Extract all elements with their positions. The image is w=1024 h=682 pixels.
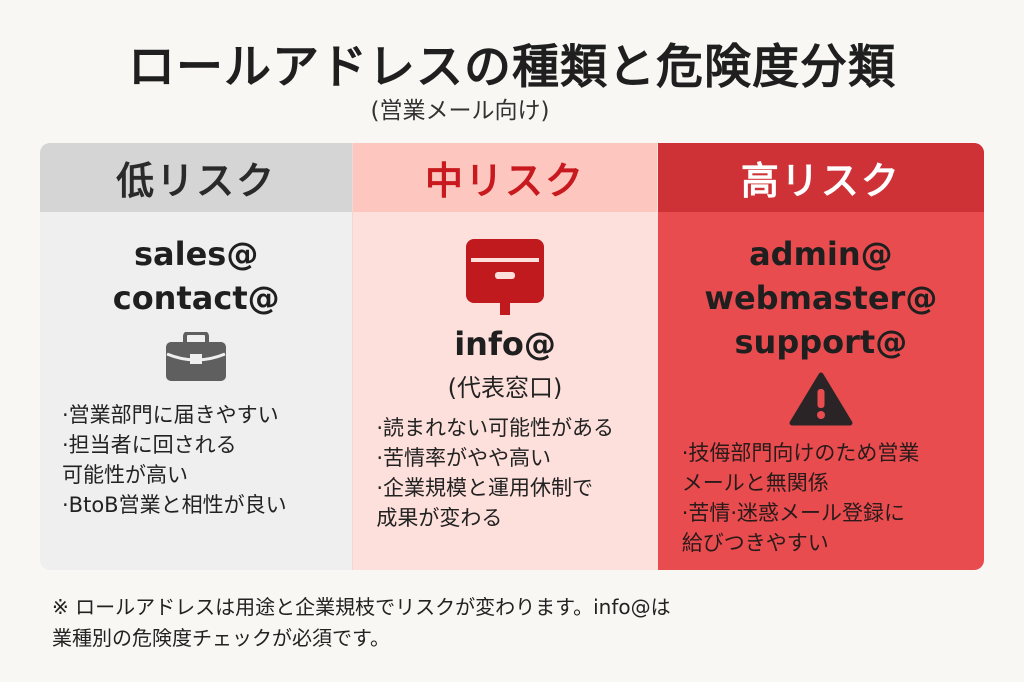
note-line: ·技侮部門向けのため営業 <box>681 441 920 465</box>
note-line: 可能性が高い <box>62 463 188 487</box>
mid-risk-header: 中リスク <box>353 143 657 212</box>
low-risk-addresses: sales@ contact@ <box>113 232 280 320</box>
address-sales: sales@ <box>133 235 259 273</box>
note-line: ·苦情·迷惑メール登録に <box>681 501 906 525</box>
note-line: 成果が変わる <box>376 506 503 530</box>
high-risk-addresses: admin@ webmaster@ support@ <box>704 232 937 364</box>
address-webmaster: webmaster@ <box>704 279 938 317</box>
low-risk-header: 低リスク <box>40 143 353 212</box>
note-line: ·担当者に回される <box>62 433 237 457</box>
mid-risk-sub: (代表窓口) <box>447 374 563 402</box>
note-line: メールと無関係 <box>681 471 829 495</box>
column-low-risk: 低リスク sales@ contact@ ·営業部門に届きやすい ·担当者に回さ… <box>40 143 353 570</box>
high-risk-header: 高リスク <box>657 143 984 212</box>
high-risk-notes: ·技侮部門向けのため営業 メールと無関係 ·苦情·迷惑メール登録に 給びつきやす… <box>682 438 920 558</box>
address-support: support@ <box>734 323 908 361</box>
footnote-line-2: 業種別の危険度チェックが必須です。 <box>52 626 390 650</box>
note-line: ·読まれない可能性がある <box>376 416 615 440</box>
footnote-line-1: ※ ロールアドレスは用途と企業規枝でリスクが変わります。info@は <box>52 595 671 619</box>
note-line: ·BtoB営業と相性が良い <box>62 493 287 517</box>
column-high-risk: 高リスク admin@ webmaster@ support@ ·技侮部門向けの… <box>656 143 984 570</box>
mailbox-icon <box>465 238 545 316</box>
page-subtitle: (営業メール向け) <box>370 98 550 124</box>
note-line: ·企業規模と運用休制で <box>376 476 594 500</box>
note-line: ·営業部門に届きやすい <box>62 403 279 427</box>
footnote: ※ ロールアドレスは用途と企業規枝でリスクが変わります。info@は 業種別の危… <box>52 592 671 654</box>
column-mid-risk: 中リスク info@ (代表窓口) ·読まれない可能性がある ·苦情率がやや高い… <box>352 143 657 570</box>
page-title: ロールアドレスの種類と危険度分類 <box>128 40 896 95</box>
mid-risk-notes: ·読まれない可能性がある ·苦情率がやや高い ·企業規模と運用休制で 成果が変わ… <box>376 413 614 533</box>
note-line: 給びつきやすい <box>681 531 829 555</box>
briefcase-icon <box>165 332 227 382</box>
address-info: info@ <box>454 325 556 363</box>
low-risk-notes: ·営業部門に届きやすい ·担当者に回される 可能性が高い ·BtoB営業と相性が… <box>62 400 287 520</box>
address-admin: admin@ <box>749 235 893 273</box>
warning-icon <box>789 372 853 426</box>
risk-comparison-table: 低リスク sales@ contact@ ·営業部門に届きやすい ·担当者に回さ… <box>40 143 984 570</box>
address-contact: contact@ <box>112 279 280 317</box>
note-line: ·苦情率がやや高い <box>376 446 552 470</box>
